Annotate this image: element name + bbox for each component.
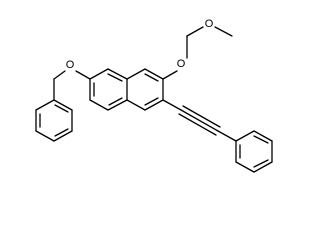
naphthalene-left-ring <box>89 68 128 111</box>
mom-chain-oxygen-label: O <box>205 18 214 30</box>
benzyl-oxygen-label: O <box>66 59 75 71</box>
mom-ring-oxygen-label: O <box>177 58 186 70</box>
benzyl-linker <box>53 70 66 101</box>
ether-bond <box>75 70 91 80</box>
alkyne-triple-bond <box>162 99 237 142</box>
alkyne-phenyl-ring <box>235 130 273 173</box>
benzyl-phenyl-ring <box>35 99 73 142</box>
mom-group <box>162 26 233 80</box>
molecule-canvas: O <box>35 18 273 173</box>
naphthalene-right-ring <box>126 68 164 111</box>
molecule-structure: O <box>35 18 273 173</box>
